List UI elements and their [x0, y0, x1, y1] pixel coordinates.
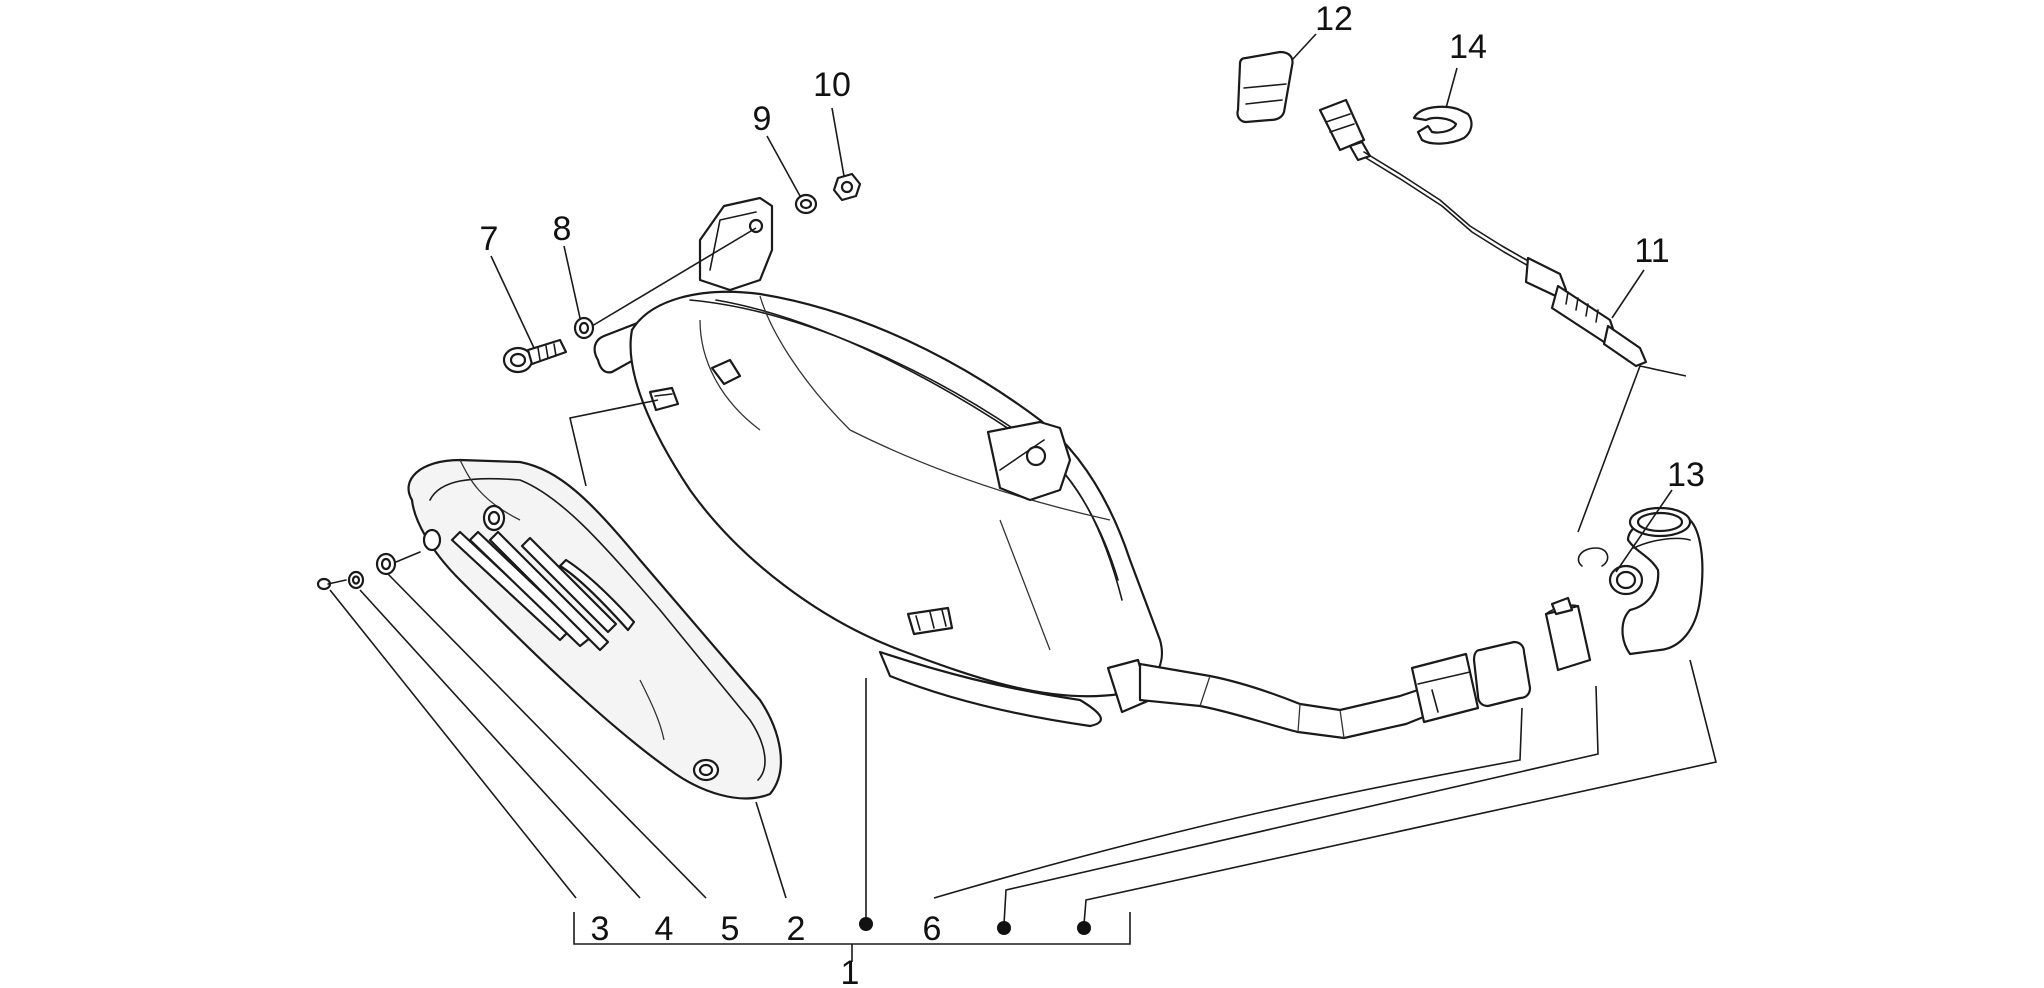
callout-14: 14	[1449, 28, 1487, 66]
header-pipe	[1138, 652, 1480, 740]
callout-8: 8	[553, 210, 572, 248]
screw-3	[316, 577, 347, 591]
elbow-pipe	[1577, 506, 1704, 656]
dot-elbow	[1077, 921, 1091, 935]
dot-clamp	[997, 921, 1011, 935]
washer-8	[573, 316, 595, 340]
clip-14	[1412, 105, 1473, 145]
washer-4	[347, 570, 365, 590]
callout-6: 6	[923, 910, 942, 948]
callout-11: 11	[1634, 232, 1669, 270]
callout-10: 10	[813, 66, 851, 104]
callout-1: 1	[841, 954, 860, 988]
callout-12: 12	[1315, 0, 1353, 38]
dot-muffler	[859, 917, 873, 931]
pipe-clamp	[1544, 596, 1592, 672]
callout-3: 3	[591, 910, 610, 948]
reference-dots	[859, 917, 1091, 935]
lambda-sensor-11	[1318, 98, 1648, 368]
callout-7: 7	[480, 220, 499, 258]
callout-2: 2	[787, 910, 806, 948]
connector-cap-12	[1236, 50, 1294, 124]
callout-5: 5	[721, 910, 740, 948]
callout-9: 9	[753, 100, 772, 138]
nut-10	[832, 172, 862, 202]
bolt-7	[502, 338, 568, 374]
sleeve-gasket	[1472, 640, 1532, 708]
callout-labels: 1 2 3 4 5 6 7 8 9 10 11 12 13 14	[480, 0, 1705, 988]
callout-13: 13	[1667, 456, 1705, 494]
callout-4: 4	[655, 910, 674, 948]
grommet-5	[375, 551, 421, 576]
heat-shield	[407, 458, 782, 800]
washer-9	[794, 193, 818, 215]
leader-lines	[329, 33, 1717, 962]
